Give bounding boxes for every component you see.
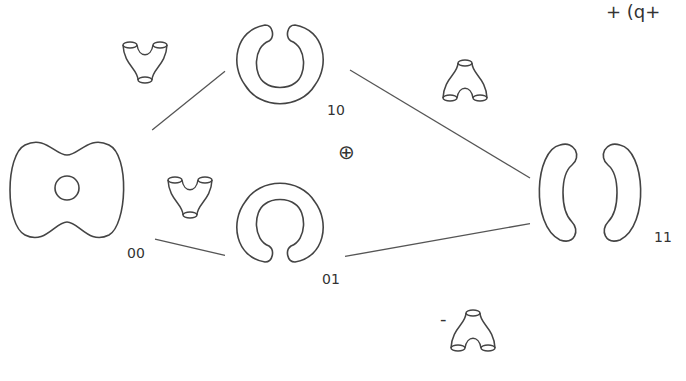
split-cobordism (451, 310, 495, 351)
direct-sum-symbol: ⊕ (338, 142, 355, 162)
smoothing-drawing (530, 130, 678, 265)
split-cobordism (443, 60, 487, 101)
cube-edge (155, 239, 225, 255)
note-text: + (q+ (606, 3, 660, 21)
state-label: 10 (327, 103, 345, 117)
resolution-00: 00 (5, 130, 155, 270)
state-label: 11 (654, 230, 672, 244)
merge-cobordism (123, 42, 167, 83)
merge-cobordism (168, 177, 212, 218)
cube-edge (350, 70, 530, 178)
resolution-10: 10 (225, 15, 350, 125)
state-label: 01 (322, 272, 340, 286)
state-label: 00 (127, 246, 145, 260)
cube-edge (152, 71, 225, 130)
sign-label: - (440, 310, 447, 328)
cube-edge (345, 224, 530, 257)
resolution-11: 11 (530, 130, 678, 265)
resolution-01: 01 (225, 160, 345, 295)
